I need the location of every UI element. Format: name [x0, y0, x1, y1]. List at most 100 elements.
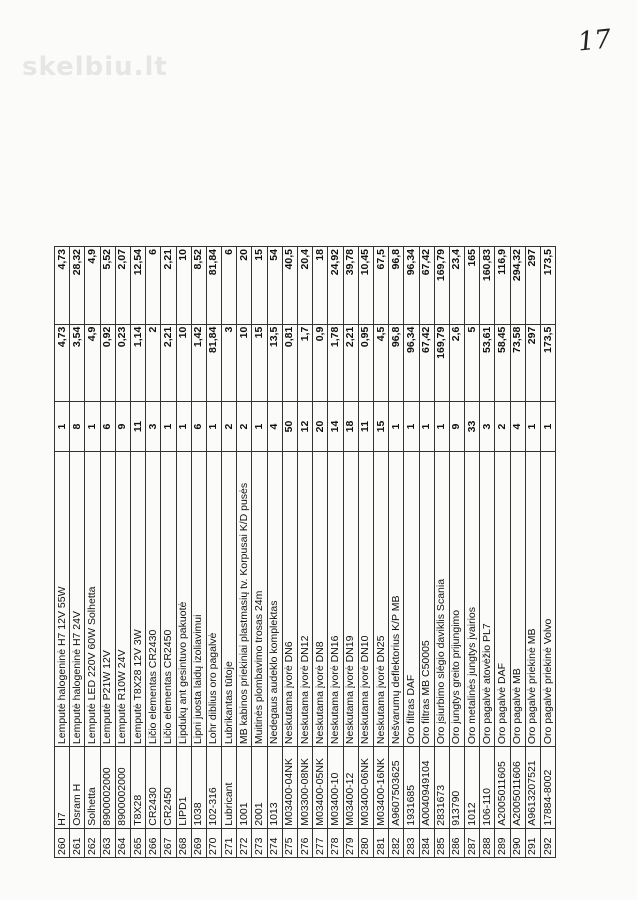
- product-name-cell: Nešvarumų deflektorius K/P MB: [388, 451, 404, 747]
- product-name-cell: Lemputė LED 220V 60W Solhetta: [84, 451, 101, 747]
- total-cell: 169,79: [434, 246, 450, 325]
- product-code-cell: CR2450: [160, 746, 176, 829]
- unit-price-cell: 4,5: [373, 324, 389, 402]
- quantity-cell: 1: [388, 401, 404, 452]
- product-name-cell: Oro pagalvė atovėžio PL7: [479, 451, 495, 747]
- quantity-cell: 11: [358, 401, 374, 452]
- quantity-cell: 1: [176, 401, 192, 452]
- unit-price-cell: 15: [251, 324, 268, 402]
- quantity-cell: 6: [191, 401, 207, 452]
- row-number-cell: 277: [312, 828, 328, 858]
- product-name-cell: Ličio elementas CR2430: [145, 451, 161, 747]
- quantity-cell: 1: [54, 401, 70, 452]
- unit-price-cell: 53,61: [479, 324, 495, 402]
- total-cell: 116,9: [494, 246, 511, 325]
- unit-price-cell: 0,81: [282, 324, 298, 402]
- product-name-cell: Lemputė P21W 12V: [100, 451, 116, 747]
- quantity-cell: 6: [100, 401, 116, 452]
- unit-price-cell: 67,42: [419, 324, 435, 402]
- product-code-cell: A9613207521: [525, 746, 541, 829]
- product-name-cell: Nedegaus audeklo komplektas: [267, 451, 283, 747]
- unit-price-cell: 81,84: [206, 324, 222, 402]
- row-number-cell: 287: [464, 828, 480, 858]
- product-code-cell: 17884-8002: [540, 746, 556, 829]
- quantity-cell: 12: [297, 401, 313, 452]
- product-code-cell: T8X28: [130, 746, 146, 829]
- row-number-cell: 274: [267, 828, 283, 858]
- unit-price-cell: 0,23: [115, 324, 131, 402]
- row-number-cell: 261: [69, 828, 85, 858]
- row-number-cell: 280: [358, 828, 374, 858]
- product-name-cell: Ličio elementas CR2450: [160, 451, 176, 747]
- unit-price-cell: 2,21: [343, 324, 359, 402]
- unit-price-cell: 13,5: [267, 324, 283, 402]
- unit-price-cell: 73,58: [510, 324, 526, 402]
- product-code-cell: M03400-12: [343, 746, 359, 829]
- total-cell: 20,4: [297, 246, 313, 325]
- product-name-cell: Oro pagalvė DAF: [494, 451, 511, 747]
- row-number-cell: 292: [540, 828, 556, 858]
- total-cell: 28,32: [69, 246, 85, 325]
- row-number-cell: 276: [297, 828, 313, 858]
- row-number-cell: 278: [327, 828, 344, 858]
- product-name-cell: Lemputė halogeninė H7 12V 55W: [54, 451, 70, 747]
- row-number-cell: 267: [160, 828, 176, 858]
- quantity-cell: 15: [373, 401, 389, 452]
- quantity-cell: 9: [449, 401, 465, 452]
- quantity-cell: 1: [525, 401, 541, 452]
- total-cell: 54: [267, 246, 283, 325]
- total-cell: 4,73: [54, 246, 70, 325]
- product-code-cell: 1931685: [403, 746, 419, 829]
- row-number-cell: 288: [479, 828, 495, 858]
- unit-price-cell: 10: [236, 324, 252, 402]
- product-code-cell: 2001: [251, 746, 268, 829]
- unit-price-cell: 3: [221, 324, 237, 402]
- total-cell: 20: [236, 246, 252, 325]
- product-name-cell: Oro įsiurbimo slėgio daviklis Scania: [434, 451, 450, 747]
- row-number-cell: 260: [54, 828, 70, 858]
- page-number: 17: [576, 24, 613, 58]
- unit-price-cell: 0,92: [100, 324, 116, 402]
- product-code-cell: 106-110: [479, 746, 495, 829]
- quantity-cell: 2: [221, 401, 237, 452]
- quantity-cell: 1: [434, 401, 450, 452]
- product-code-cell: M03400-04NK: [282, 746, 298, 829]
- unit-price-cell: 4,73: [54, 324, 70, 402]
- product-code-cell: 2831673: [434, 746, 450, 829]
- quantity-cell: 1: [403, 401, 419, 452]
- product-code-cell: A0040949104: [419, 746, 435, 829]
- quantity-cell: 14: [327, 401, 344, 452]
- product-code-cell: M03400-05NK: [312, 746, 328, 829]
- product-name-cell: Lipdukų ant gesintuvo pakuotė: [176, 451, 192, 747]
- unit-price-cell: 1,42: [191, 324, 207, 402]
- product-name-cell: Lemputė T8X28 12V 3W: [130, 451, 146, 747]
- product-code-cell: 1013: [267, 746, 283, 829]
- total-cell: 10,45: [358, 246, 374, 325]
- row-number-cell: 269: [191, 828, 207, 858]
- quantity-cell: 1: [540, 401, 556, 452]
- product-name-cell: Lemputė R10W 24V: [115, 451, 131, 747]
- total-cell: 160,83: [479, 246, 495, 325]
- product-code-cell: 8900002000: [100, 746, 116, 829]
- total-cell: 297: [525, 246, 541, 325]
- unit-price-cell: 297: [525, 324, 541, 402]
- product-name-cell: Oro pagalvė MB: [510, 451, 526, 747]
- total-cell: 173,5: [540, 246, 556, 325]
- unit-price-cell: 1,14: [130, 324, 146, 402]
- quantity-cell: 2: [494, 401, 511, 452]
- unit-price-cell: 96,8: [388, 324, 404, 402]
- total-cell: 23,4: [449, 246, 465, 325]
- unit-price-cell: 2,21: [160, 324, 176, 402]
